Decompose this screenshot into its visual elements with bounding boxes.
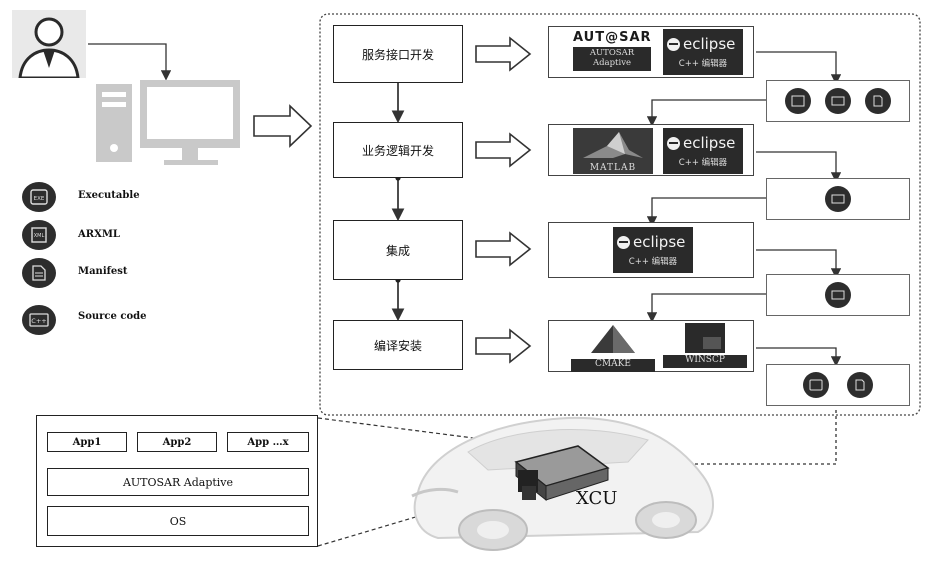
manifest-icon	[22, 258, 56, 288]
tool4-to-output-connector	[756, 347, 842, 367]
eclipse-subtitle: C++ 编辑器	[678, 59, 728, 69]
winscp-wordmark: WINSCP	[685, 355, 725, 365]
software-stack: App1 App2 App …x AUTOSAR Adaptive OS	[36, 415, 318, 547]
output-box-business-logic	[766, 178, 910, 220]
stack-autosar-adaptive: AUTOSAR Adaptive	[47, 468, 309, 496]
tool1-to-output-connector	[756, 51, 842, 85]
hollow-arrow-pc	[253, 104, 313, 148]
vehicle-illustration: XCU	[398, 392, 728, 552]
hollow-arrow-step-1	[475, 36, 532, 72]
output-box-integration	[766, 274, 910, 316]
legend-label-arxml: ARXML	[78, 229, 120, 240]
autosar-logo: AUT@SAR AUTOSAR Adaptive	[573, 30, 653, 74]
workflow-container	[319, 13, 921, 416]
tool-box-integration: eclipse C++ 编辑器	[548, 222, 754, 278]
stack-app-1: App1	[47, 432, 127, 452]
step-business-logic: 业务逻辑开发	[333, 122, 463, 178]
hollow-arrow-step-2	[475, 132, 532, 168]
executable-icon: EXE	[22, 182, 56, 212]
legend-label-source-code: Source code	[78, 311, 147, 322]
step-label: 服务接口开发	[361, 47, 434, 62]
autosar-sub-2: Adaptive	[592, 58, 632, 68]
cmake-wordmark: CMAKE	[595, 359, 631, 369]
eclipse-subtitle: C++ 编辑器	[628, 257, 678, 267]
eclipse-logo-2: eclipse C++ 编辑器	[663, 128, 743, 174]
tool-box-business-logic: MATLAB eclipse C++ 编辑器	[548, 124, 754, 176]
source-code-glyph: C++	[31, 317, 46, 325]
matlab-wordmark: MATLAB	[589, 163, 637, 173]
tool2-to-output-connector	[756, 151, 842, 183]
ecu-module	[508, 440, 612, 506]
step-label: 业务逻辑开发	[361, 143, 434, 158]
arxml-icon: XML	[22, 220, 56, 250]
output1-to-tool2-connector	[646, 99, 766, 127]
eclipse-wordmark: eclipse	[683, 134, 736, 152]
hollow-arrow-step-4	[475, 328, 532, 364]
developer-avatar	[12, 10, 86, 80]
tool3-to-output-connector	[756, 249, 842, 279]
eclipse-icon	[667, 136, 680, 150]
eclipse-icon	[617, 235, 630, 249]
tool-box-build-install: CMAKE WINSCP	[548, 320, 754, 372]
step-label: 编译安装	[373, 338, 422, 353]
matlab-icon	[583, 132, 643, 158]
workstation-icon	[94, 80, 244, 170]
hollow-arrow-step-3	[475, 231, 532, 267]
step-build-install: 编译安装	[333, 320, 463, 370]
executable-glyph: EXE	[34, 196, 45, 202]
source-code-icon: C++	[22, 305, 56, 335]
stack-app-x: App …x	[227, 432, 309, 452]
autosar-wordmark: AUT@SAR	[573, 30, 652, 45]
tool-box-service-interface: AUT@SAR AUTOSAR Adaptive eclipse C++ 编辑器	[548, 26, 754, 78]
step-integration: 集成	[333, 220, 463, 280]
eclipse-wordmark: eclipse	[683, 35, 736, 53]
output-box-build-install	[766, 364, 910, 406]
arxml-icon	[785, 88, 811, 114]
output-box-service-interface	[766, 80, 910, 122]
autosar-sub-1: AUTOSAR	[589, 48, 635, 58]
source-code-icon	[825, 88, 851, 114]
step-label: 集成	[385, 243, 410, 258]
user-to-pc-connector	[88, 43, 172, 81]
source-code-icon	[825, 186, 851, 212]
legend-label-manifest: Manifest	[78, 266, 128, 277]
eclipse-wordmark: eclipse	[633, 233, 686, 251]
stack-app-2: App2	[137, 432, 217, 452]
output3-to-tool4-connector	[646, 293, 766, 323]
eclipse-icon	[667, 37, 680, 51]
source-code-icon	[825, 282, 851, 308]
arxml-glyph: XML	[34, 233, 45, 239]
manifest-icon	[865, 88, 891, 114]
manifest-icon	[847, 372, 873, 398]
cmake-logo: CMAKE	[571, 323, 655, 372]
xcu-label: XCU	[576, 488, 618, 509]
eclipse-subtitle: C++ 编辑器	[678, 158, 728, 168]
stack-os: OS	[47, 506, 309, 536]
eclipse-logo-3: eclipse C++ 编辑器	[613, 227, 693, 273]
eclipse-logo-1: eclipse C++ 编辑器	[663, 29, 743, 75]
user-icon	[18, 17, 80, 80]
winscp-logo: WINSCP	[663, 323, 747, 369]
step-service-interface: 服务接口开发	[333, 25, 463, 83]
output2-to-tool3-connector	[646, 197, 766, 227]
matlab-logo: MATLAB	[573, 128, 653, 174]
legend-label-executable: Executable	[78, 190, 140, 201]
cmake-icon	[591, 325, 635, 353]
executable-icon	[803, 372, 829, 398]
